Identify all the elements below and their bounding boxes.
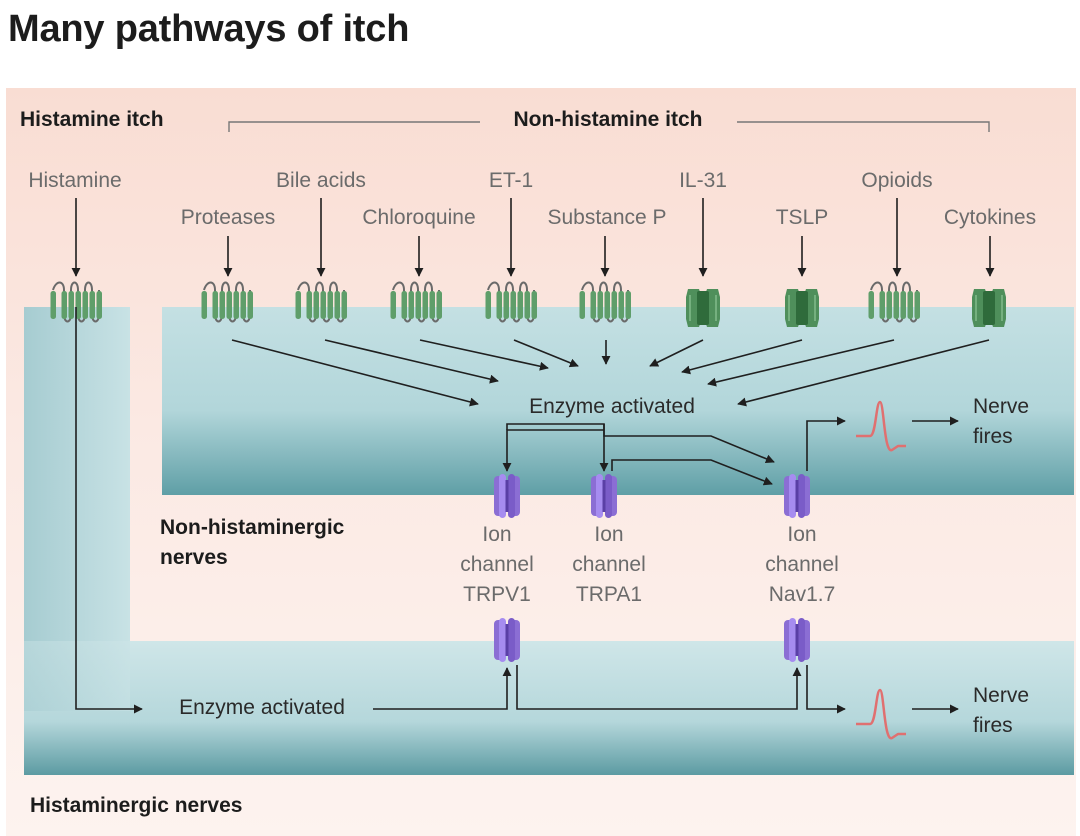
histaminergic-nerves-label: Histaminergic nerves [30,794,242,817]
il31-label: IL-31 [679,169,727,192]
cytokines-label: Cytokines [944,206,1036,229]
nerve-fires-upper-line1: Nerve [973,395,1029,418]
tslp-label: TSLP [776,206,829,229]
non-histaminergic-nerves-line2: nerves [160,546,228,569]
il31-receptor [685,288,721,328]
non-histaminergic-nerve [162,307,1074,495]
upper-firing-arrows [806,416,959,471]
non-histamine-itch-header: Non-histamine itch [513,108,702,131]
non-histaminergic-nerves-line1: Non-histaminergic [160,516,345,539]
trpa1-label: Ion channel TRPA1 [572,523,646,606]
trpv1-label: Ion channel TRPV1 [460,523,534,606]
et1-label: ET-1 [489,169,533,192]
substance-p-label: Substance P [547,206,666,229]
nav17-channel-upper [784,474,810,518]
svg-text:Ion: Ion [482,523,511,546]
nav17-channel-lower [784,618,810,662]
stimulus-arrows [71,198,995,277]
tslp-receptor [784,288,820,328]
opioids-label: Opioids [861,169,932,192]
histamine-label: Histamine [28,169,121,192]
trpa1-channel-upper [591,474,617,518]
non-histamine-bracket [228,121,990,132]
trpv1-channel-upper [494,474,520,518]
enzyme-activated-upper: Enzyme activated [529,395,695,418]
chloroquine-label: Chloroquine [362,206,475,229]
histamine-itch-header: Histamine itch [20,108,164,131]
svg-text:channel: channel [460,553,534,576]
svg-text:Ion: Ion [787,523,816,546]
page-title: Many pathways of itch [8,8,410,50]
svg-text:channel: channel [572,553,646,576]
converging-arrows [231,339,990,407]
svg-text:TRPA1: TRPA1 [576,583,642,606]
svg-text:channel: channel [765,553,839,576]
nerve-fires-lower-line1: Nerve [973,684,1029,707]
enzyme-to-channel-arrows [502,423,775,486]
proteases-label: Proteases [181,206,276,229]
svg-text:TRPV1: TRPV1 [463,583,531,606]
nerve-fires-upper-line2: fires [973,425,1013,448]
bile-acids-label: Bile acids [276,169,366,192]
nav17-label: Ion channel Nav1.7 [765,523,839,606]
svg-text:Nav1.7: Nav1.7 [769,583,836,606]
nerve-fires-lower-line2: fires [973,714,1013,737]
cytokine-receptor [971,288,1007,328]
histaminergic-nerve [24,641,1074,775]
trpv1-channel-lower [494,618,520,662]
enzyme-activated-lower: Enzyme activated [179,696,345,719]
histamine-pathway-arrows [75,307,959,714]
svg-text:Ion: Ion [594,523,623,546]
